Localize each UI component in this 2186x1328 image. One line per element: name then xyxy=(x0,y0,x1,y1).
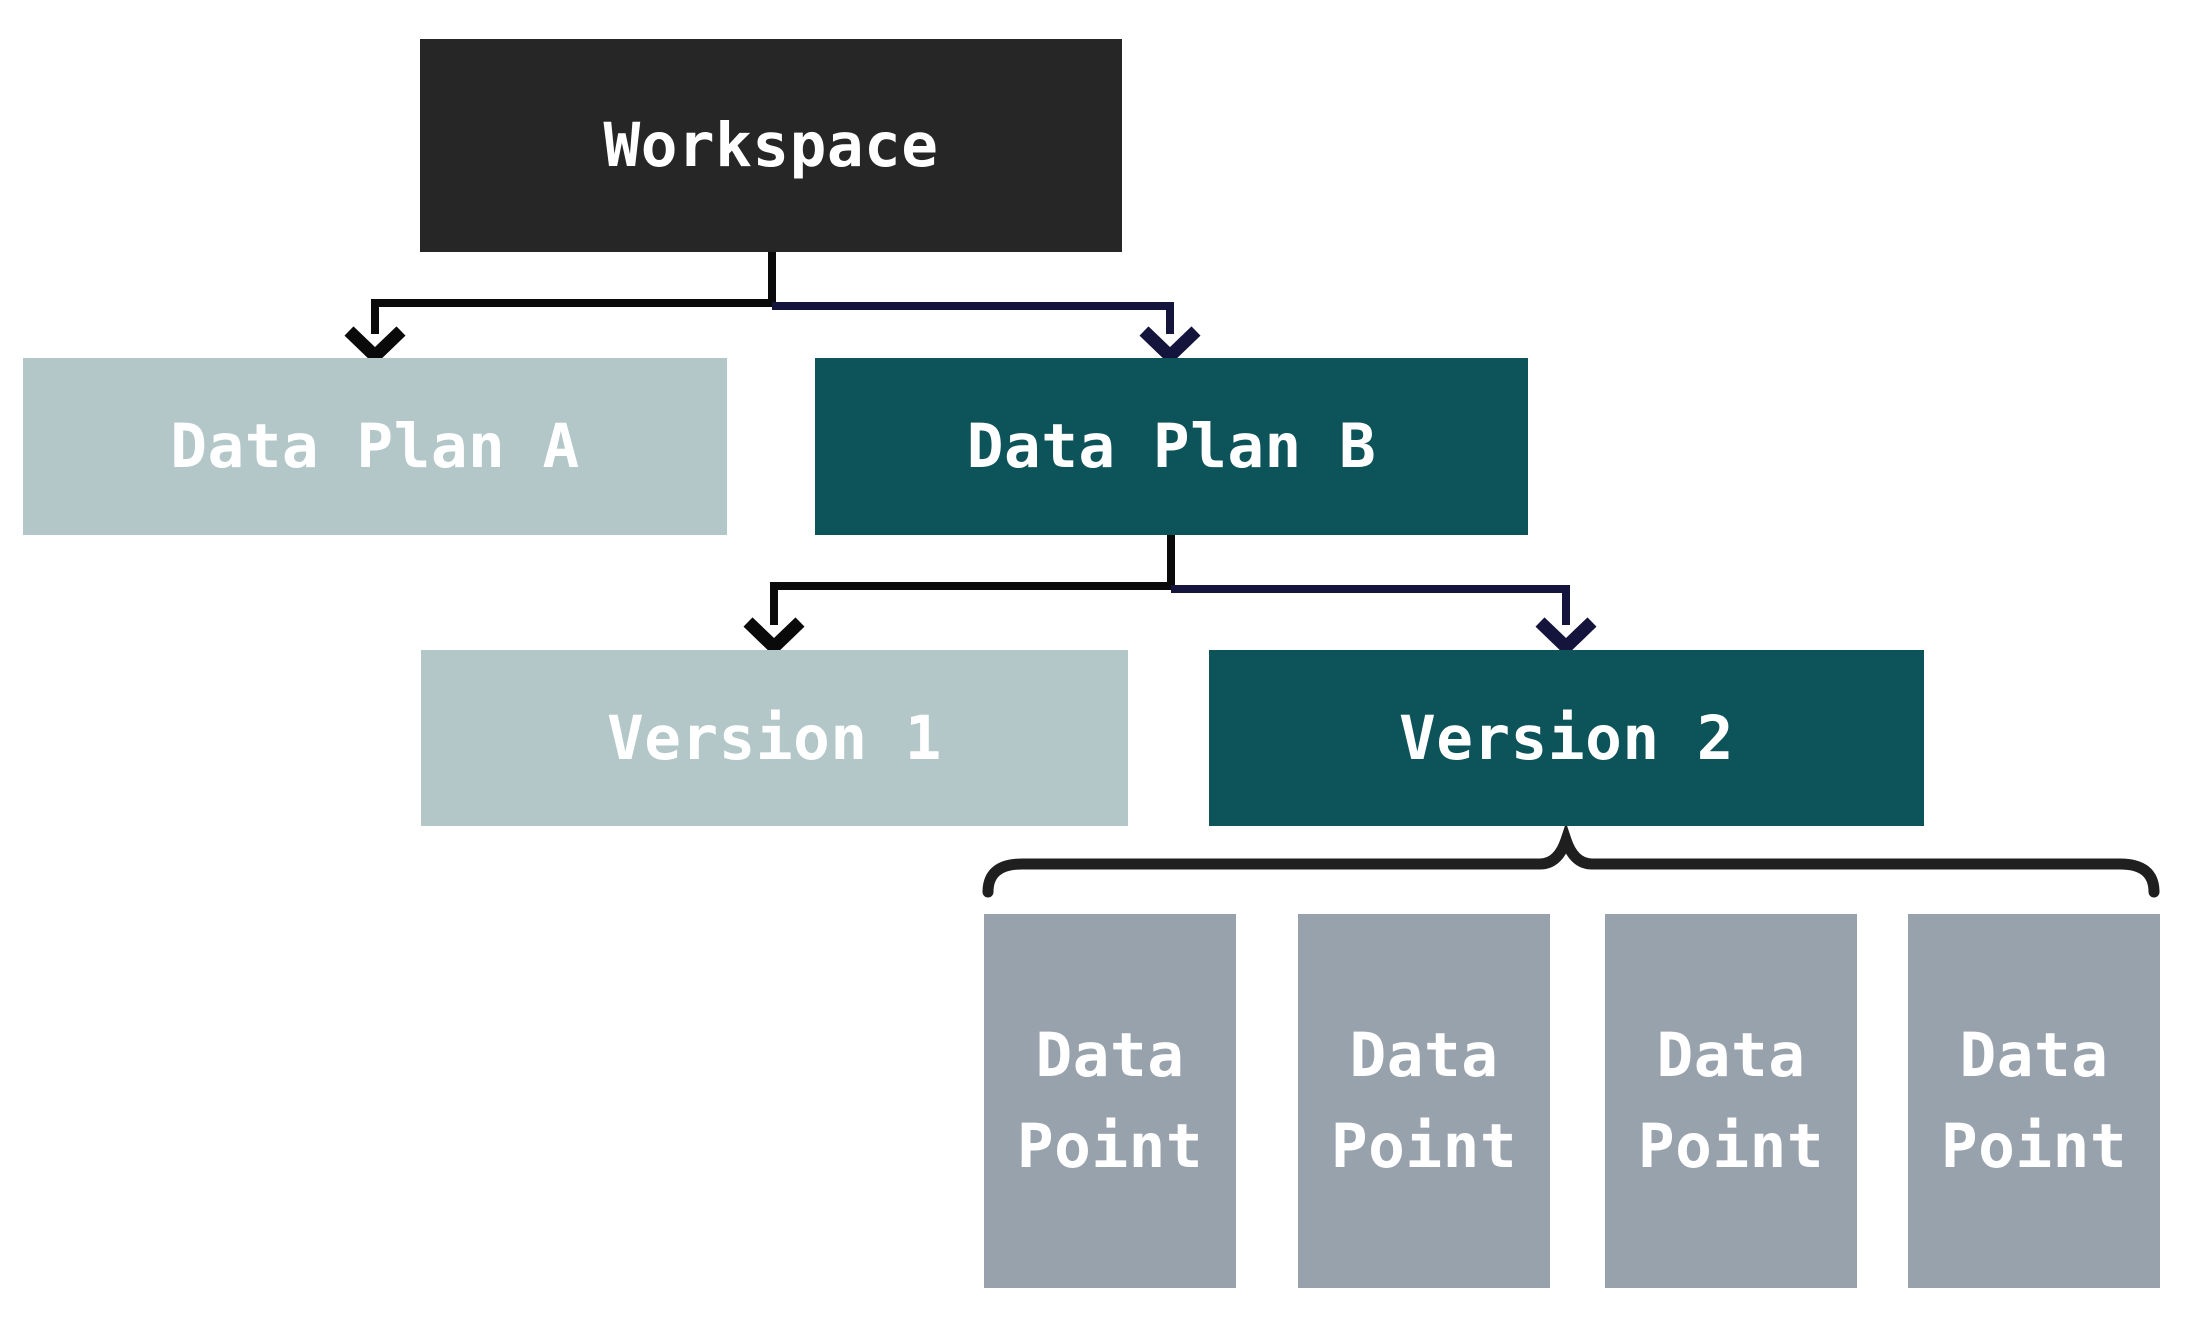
data-plan-b-label: Data Plan B xyxy=(966,411,1377,482)
data-point-node: Data Point xyxy=(1298,914,1550,1288)
data-plan-b-node: Data Plan B xyxy=(815,358,1528,535)
workspace-to-plan-b-connector xyxy=(772,302,1174,334)
arrow-down-icon xyxy=(344,326,406,366)
arrow-down-icon xyxy=(743,617,805,657)
workspace-node: Workspace xyxy=(420,39,1122,252)
data-point-label: Data Point xyxy=(1940,1019,2128,1183)
version-2-node: Version 2 xyxy=(1209,650,1924,826)
version-2-label: Version 2 xyxy=(1398,702,1735,774)
data-point-node: Data Point xyxy=(1605,914,1857,1288)
data-plan-a-node: Data Plan A xyxy=(23,358,727,535)
arrow-down-icon xyxy=(1535,617,1597,657)
curly-brace xyxy=(982,822,2160,898)
data-point-label: Data Point xyxy=(1637,1019,1825,1183)
data-point-label: Data Point xyxy=(1016,1019,1204,1183)
arrow-down-icon xyxy=(1139,326,1201,366)
data-point-node: Data Point xyxy=(1908,914,2160,1288)
data-point-label: Data Point xyxy=(1330,1019,1518,1183)
version-1-label: Version 1 xyxy=(606,702,943,774)
plan-b-to-version-2-connector xyxy=(1171,585,1570,625)
workspace-to-plan-a-connector xyxy=(371,250,776,334)
data-plan-a-label: Data Plan A xyxy=(170,411,580,482)
workspace-label: Workspace xyxy=(603,110,939,181)
version-1-node: Version 1 xyxy=(421,650,1128,826)
plan-b-to-version-1-connector xyxy=(770,534,1175,625)
data-point-node: Data Point xyxy=(984,914,1236,1288)
